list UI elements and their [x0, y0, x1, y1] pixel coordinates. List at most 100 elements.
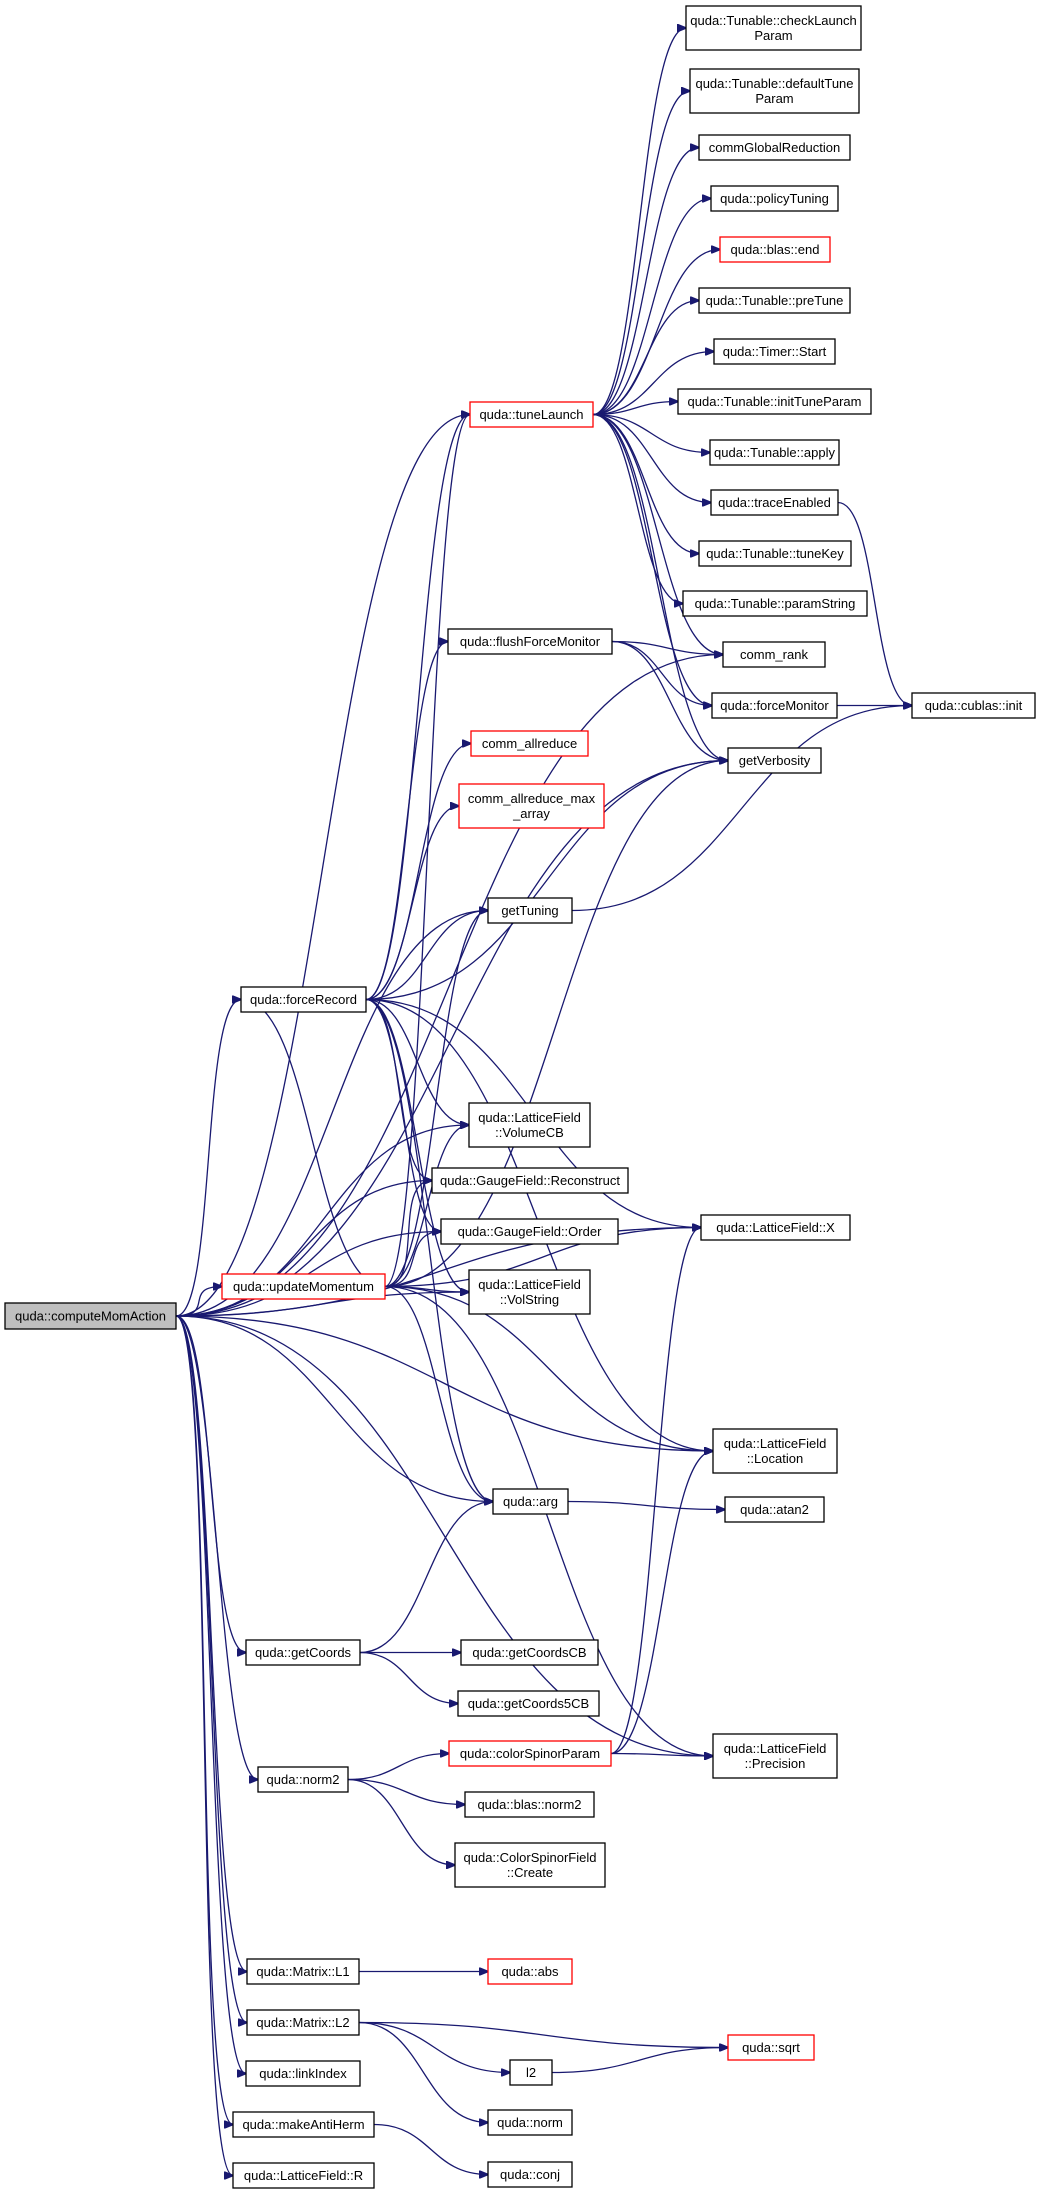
- node-tune-launch[interactable]: quda::tuneLaunch: [469, 401, 594, 428]
- node-param-string[interactable]: quda::Tunable::paramString: [682, 590, 868, 617]
- node-label: ::Location: [747, 1451, 803, 1466]
- node-matrix-l1[interactable]: quda::Matrix::L1: [246, 1958, 360, 1985]
- node-norm[interactable]: quda::norm: [487, 2109, 573, 2136]
- node-box: [709, 439, 840, 466]
- node-timer-start[interactable]: quda::Timer::Start: [713, 338, 836, 365]
- node-vol-string[interactable]: quda::LatticeField::VolString: [468, 1269, 591, 1315]
- edge-color-spinor-param-to-precision: [610, 1754, 713, 1757]
- node-location[interactable]: quda::LatticeField::Location: [712, 1428, 838, 1474]
- node-box: [700, 1214, 851, 1241]
- node-blas-end[interactable]: quda::blas::end: [719, 236, 831, 263]
- node-get-verbosity[interactable]: getVerbosity: [727, 747, 822, 774]
- edge-tune-launch-to-pre-tune: [592, 301, 699, 416]
- node-link-index[interactable]: quda::linkIndex: [245, 2060, 361, 2087]
- node-csf-create[interactable]: quda::ColorSpinorField::Create: [454, 1842, 606, 1888]
- node-init-tune-param[interactable]: quda::Tunable::initTuneParam: [677, 388, 872, 415]
- node-volume-cb[interactable]: quda::LatticeField::VolumeCB: [468, 1102, 591, 1148]
- edge-update-momentum-to-lattice-x: [384, 1228, 701, 1288]
- node-get-coords5-cb[interactable]: quda::getCoords5CB: [457, 1690, 600, 1717]
- node-box: [431, 1167, 629, 1194]
- node-conj[interactable]: quda::conj: [487, 2161, 573, 2188]
- node-arg[interactable]: quda::arg: [492, 1488, 569, 1515]
- node-force-monitor[interactable]: quda::forceMonitor: [711, 692, 838, 719]
- node-norm2[interactable]: quda::norm2: [257, 1766, 349, 1793]
- node-label: quda::colorSpinorParam: [460, 1746, 600, 1761]
- node-comm-rank[interactable]: comm_rank: [722, 641, 826, 668]
- node-make-anti-herm[interactable]: quda::makeAntiHerm: [232, 2111, 375, 2138]
- node-label: quda::computeMomAction: [15, 1309, 166, 1324]
- node-l2[interactable]: l2: [509, 2059, 553, 2086]
- nodes-layer: quda::computeMomActionquda::tuneLaunchqu…: [4, 5, 1036, 2189]
- node-tune-key[interactable]: quda::Tunable::tuneKey: [698, 540, 852, 567]
- node-label: quda::abs: [501, 1964, 559, 1979]
- node-force-record[interactable]: quda::forceRecord: [240, 986, 367, 1013]
- node-box: [727, 2034, 815, 2061]
- node-label: getVerbosity: [739, 753, 811, 768]
- node-flush-force-monitor[interactable]: quda::flushForceMonitor: [447, 628, 613, 655]
- node-lattice-x[interactable]: quda::LatticeField::X: [700, 1214, 851, 1241]
- edge-force-record-to-comm-allreduce-max: [365, 806, 459, 1001]
- node-get-coords[interactable]: quda::getCoords: [245, 1639, 361, 1666]
- node-get-tuning[interactable]: getTuning: [487, 897, 573, 924]
- edge-compute-mom-action-to-arg: [175, 1315, 493, 1502]
- edge-tune-launch-to-comm-rank: [592, 413, 723, 655]
- node-label: quda::blas::norm2: [477, 1797, 581, 1812]
- node-label: ::Create: [507, 1865, 553, 1880]
- node-pre-tune[interactable]: quda::Tunable::preTune: [698, 287, 851, 314]
- node-box: [722, 641, 826, 668]
- node-label: Param: [754, 28, 792, 43]
- edge-update-momentum-to-get-verbosity: [384, 761, 728, 1288]
- edge-flush-force-monitor-to-force-monitor: [611, 640, 712, 706]
- node-label: comm_rank: [740, 647, 808, 662]
- node-label: quda::Matrix::L2: [256, 2015, 349, 2030]
- node-gauge-order[interactable]: quda::GaugeField::Order: [440, 1218, 619, 1245]
- node-abs[interactable]: quda::abs: [487, 1958, 573, 1985]
- node-sqrt[interactable]: quda::sqrt: [727, 2034, 815, 2061]
- node-update-momentum[interactable]: quda::updateMomentum: [221, 1273, 386, 1300]
- node-atan2[interactable]: quda::atan2: [724, 1496, 825, 1523]
- node-label: quda::norm: [497, 2115, 563, 2130]
- node-lattice-r[interactable]: quda::LatticeField::R: [232, 2162, 375, 2189]
- node-box: [677, 388, 872, 415]
- edge-update-momentum-to-get-tuning: [384, 911, 488, 1288]
- node-compute-mom-action[interactable]: quda::computeMomAction: [4, 1302, 177, 1330]
- node-label: quda::LatticeField: [724, 1741, 827, 1756]
- node-box: [713, 338, 836, 365]
- node-box: [470, 730, 589, 757]
- node-label: ::VolString: [500, 1292, 559, 1307]
- edge-tune-launch-to-force-monitor: [592, 413, 712, 706]
- node-label: quda::forceRecord: [250, 992, 357, 1007]
- node-label: quda::LatticeField: [478, 1110, 581, 1125]
- edge-tune-launch-to-policy-tuning: [592, 199, 711, 416]
- edge-compute-mom-action-to-tune-launch: [175, 415, 470, 1317]
- node-blas-norm2[interactable]: quda::blas::norm2: [464, 1791, 595, 1818]
- node-comm-allreduce-max[interactable]: comm_allreduce_max_array: [458, 783, 605, 829]
- node-matrix-l2[interactable]: quda::Matrix::L2: [246, 2009, 360, 2036]
- node-label: getTuning: [501, 903, 558, 918]
- node-box: [240, 986, 367, 1013]
- node-cublas-init[interactable]: quda::cublas::init: [911, 692, 1036, 719]
- edge-force-record-to-volume-cb: [365, 998, 469, 1126]
- edge-tune-launch-to-tune-key: [592, 413, 699, 554]
- node-box: [468, 1102, 591, 1148]
- edge-update-momentum-to-tune-launch: [384, 415, 470, 1288]
- node-reconstruct[interactable]: quda::GaugeField::Reconstruct: [431, 1167, 629, 1194]
- node-label: quda::cublas::init: [925, 698, 1023, 713]
- node-color-spinor-param[interactable]: quda::colorSpinorParam: [448, 1740, 612, 1767]
- node-trace-enabled[interactable]: quda::traceEnabled: [710, 489, 839, 516]
- node-precision[interactable]: quda::LatticeField::Precision: [712, 1733, 838, 1779]
- node-label: quda::conj: [500, 2167, 560, 2182]
- edge-compute-mom-action-to-reconstruct: [175, 1181, 432, 1317]
- node-comm-allreduce[interactable]: comm_allreduce: [470, 730, 589, 757]
- edge-norm2-to-blas-norm2: [347, 1778, 465, 1805]
- node-label: quda::policyTuning: [720, 191, 829, 206]
- node-comm-global-reduction[interactable]: commGlobalReduction: [698, 134, 851, 161]
- edge-compute-mom-action-to-force-record: [175, 1000, 241, 1317]
- node-policy-tuning[interactable]: quda::policyTuning: [710, 185, 839, 212]
- node-box: [440, 1218, 619, 1245]
- node-get-coords-cb[interactable]: quda::getCoordsCB: [460, 1639, 599, 1666]
- node-tunable-apply[interactable]: quda::Tunable::apply: [709, 439, 840, 466]
